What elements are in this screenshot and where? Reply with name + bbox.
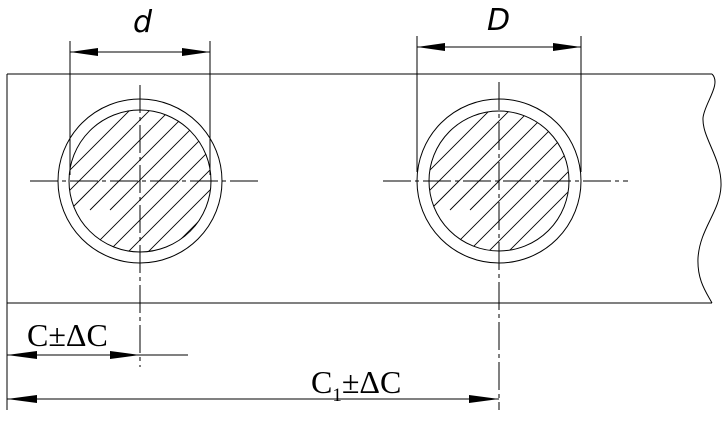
label-c1-tolerance: ±ΔC xyxy=(342,364,401,400)
label-c-offset: C±ΔC xyxy=(27,317,108,353)
label-D: D xyxy=(487,3,510,38)
arrowhead xyxy=(417,43,445,51)
right-hole xyxy=(383,82,628,410)
dimension-c: C±ΔC xyxy=(7,317,188,359)
right-hatching xyxy=(429,111,569,251)
arrowhead xyxy=(469,395,499,403)
dimension-c1: C1±ΔC xyxy=(7,364,499,406)
dimension-D: D xyxy=(416,3,582,172)
label-c1-subscript: 1 xyxy=(332,385,342,406)
dimension-d: d xyxy=(69,5,211,175)
label-d: d xyxy=(133,5,153,40)
arrowhead xyxy=(110,351,140,359)
label-c1-main: C xyxy=(311,364,332,400)
left-hatching xyxy=(69,110,211,252)
label-c1-offset: C1±ΔC xyxy=(311,364,401,406)
break-line xyxy=(697,73,722,304)
arrowhead xyxy=(182,48,210,56)
arrowhead xyxy=(7,351,37,359)
plate-outline xyxy=(6,73,722,410)
arrowhead xyxy=(70,48,98,56)
arrowhead xyxy=(7,395,37,403)
arrowhead xyxy=(553,43,581,51)
